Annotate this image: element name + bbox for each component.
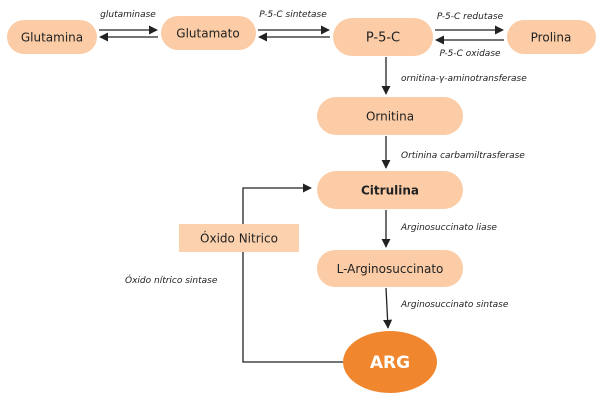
enzyme-arginosuccinato-sintase: Arginosuccinato sintase bbox=[400, 300, 509, 310]
node-prolina: Prolina bbox=[507, 20, 596, 54]
node-ornitina-label: Ornitina bbox=[366, 110, 414, 124]
arrow-l-arginosuccinato-to-arg bbox=[383, 287, 393, 329]
arrow-arg-to-citrulina bbox=[242, 183, 343, 363]
node-p5c: P-5-C bbox=[333, 18, 433, 56]
node-ornitina-shape bbox=[317, 97, 463, 135]
box-oxido-nitrico-label: Óxido Nitrico bbox=[200, 231, 278, 246]
node-p5c-shape bbox=[333, 18, 433, 56]
enzyme-arginosuccinato-liase: Arginosuccinato liase bbox=[400, 223, 497, 233]
enzyme-ortinina-carbamiltrasferase: Ortinina carbamiltrasferase bbox=[401, 151, 525, 161]
node-prolina-shape bbox=[507, 20, 596, 54]
node-l-arginosuccinato-shape bbox=[317, 250, 463, 287]
box-oxido-nitrico: Óxido Nitrico bbox=[179, 224, 299, 252]
node-glutamato: Glutamato bbox=[161, 16, 256, 50]
node-l-arginosuccinato-label: L-Arginosuccinato bbox=[337, 262, 444, 276]
node-p5c-label: P-5-C bbox=[366, 31, 400, 46]
enzyme-ornitina-aminotransferase: ornitina-γ-aminotransferase bbox=[401, 74, 527, 84]
enzyme-p5c-oxidase: P-5-C oxidase bbox=[439, 49, 501, 59]
node-glutamato-shape bbox=[161, 16, 256, 50]
node-prolina-label: Prolina bbox=[531, 31, 572, 45]
node-citrulina: Citrulina bbox=[317, 171, 463, 209]
node-glutamato-label: Glutamato bbox=[176, 27, 239, 41]
node-citrulina-label: Citrulina bbox=[361, 184, 419, 198]
node-glutamina-label: Glutamina bbox=[21, 31, 83, 45]
enzyme-p5c-redutase: P-5-C redutase bbox=[437, 12, 504, 22]
node-citrulina-shape bbox=[317, 171, 463, 209]
node-glutamina: Glutamina bbox=[7, 20, 97, 54]
node-arg-shape bbox=[343, 331, 437, 393]
node-arg-label: ARG bbox=[370, 353, 410, 373]
node-ornitina: Ornitina bbox=[317, 97, 463, 135]
box-oxido-nitrico-shape bbox=[179, 224, 299, 252]
node-l-arginosuccinato: L-Arginosuccinato bbox=[317, 250, 463, 287]
enzyme-p5c-sintetase: P-5-C sintetase bbox=[259, 10, 327, 20]
node-arg: ARG bbox=[343, 331, 437, 393]
node-glutamina-shape bbox=[7, 20, 97, 54]
enzyme-glutaminase: glutaminase bbox=[100, 10, 156, 20]
enzyme-oxido-nitrico-sintase: Óxido nítrico sintase bbox=[125, 274, 218, 286]
